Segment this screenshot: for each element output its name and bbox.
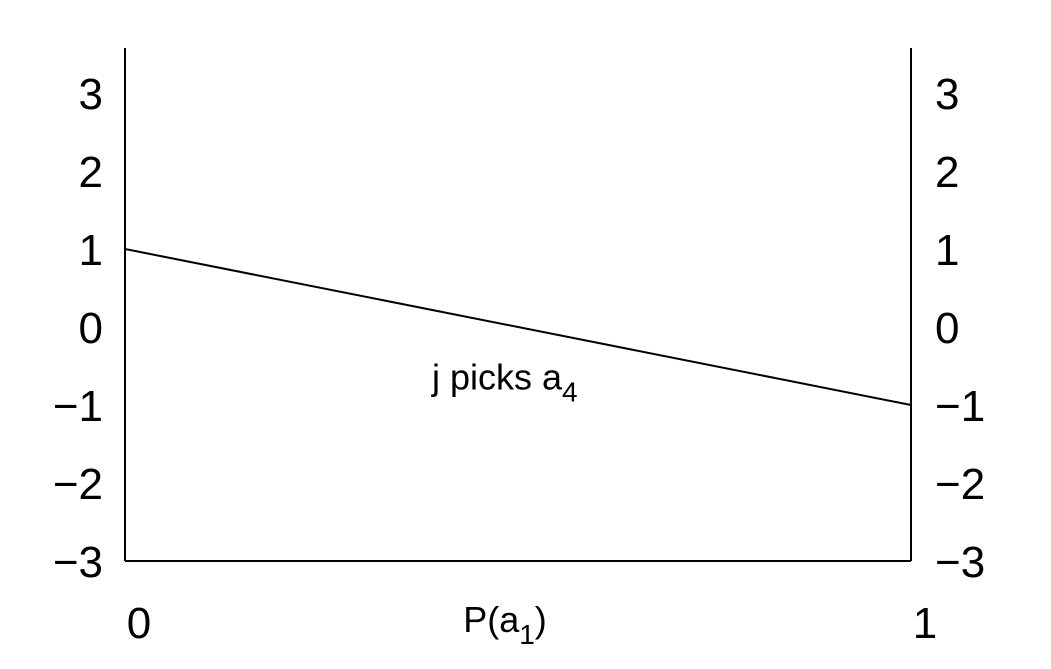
left-y-tick-label: 2 xyxy=(79,148,103,197)
right-y-tick-label: 1 xyxy=(935,226,959,275)
left-y-tick-label: −3 xyxy=(53,538,103,587)
x-tick-label: 1 xyxy=(913,599,937,648)
annotations: j picks a4 xyxy=(431,357,578,408)
right-y-tick-label: −3 xyxy=(935,538,985,587)
left-y-tick-label: −2 xyxy=(53,460,103,509)
left-y-tick-labels: 3 2 1 0 −1 −2 −3 xyxy=(53,70,103,587)
annotation-text: j picks a xyxy=(431,357,563,398)
x-axis-label-subscript: 1 xyxy=(519,619,535,650)
left-y-tick-label: 0 xyxy=(79,304,103,353)
left-y-tick-label: −1 xyxy=(53,382,103,431)
series-annotation: j picks a4 xyxy=(431,357,578,408)
right-y-tick-labels: 3 2 1 0 −1 −2 −3 xyxy=(935,70,985,587)
x-axis-label-suffix: ) xyxy=(535,599,547,640)
annotation-subscript: 4 xyxy=(562,377,578,408)
x-axis-label: P(a1) xyxy=(463,599,547,650)
series-line-0 xyxy=(124,248,912,406)
axes xyxy=(124,48,912,562)
x-tick-label: 0 xyxy=(127,599,151,648)
x-axis-label-main: P(a xyxy=(463,599,520,640)
left-y-tick-label: 3 xyxy=(79,70,103,119)
series-group xyxy=(124,248,912,406)
right-y-tick-label: 0 xyxy=(935,304,959,353)
right-y-tick-label: −1 xyxy=(935,382,985,431)
right-y-tick-label: −2 xyxy=(935,460,985,509)
right-y-tick-label: 2 xyxy=(935,148,959,197)
left-y-tick-label: 1 xyxy=(79,226,103,275)
right-y-tick-label: 3 xyxy=(935,70,959,119)
